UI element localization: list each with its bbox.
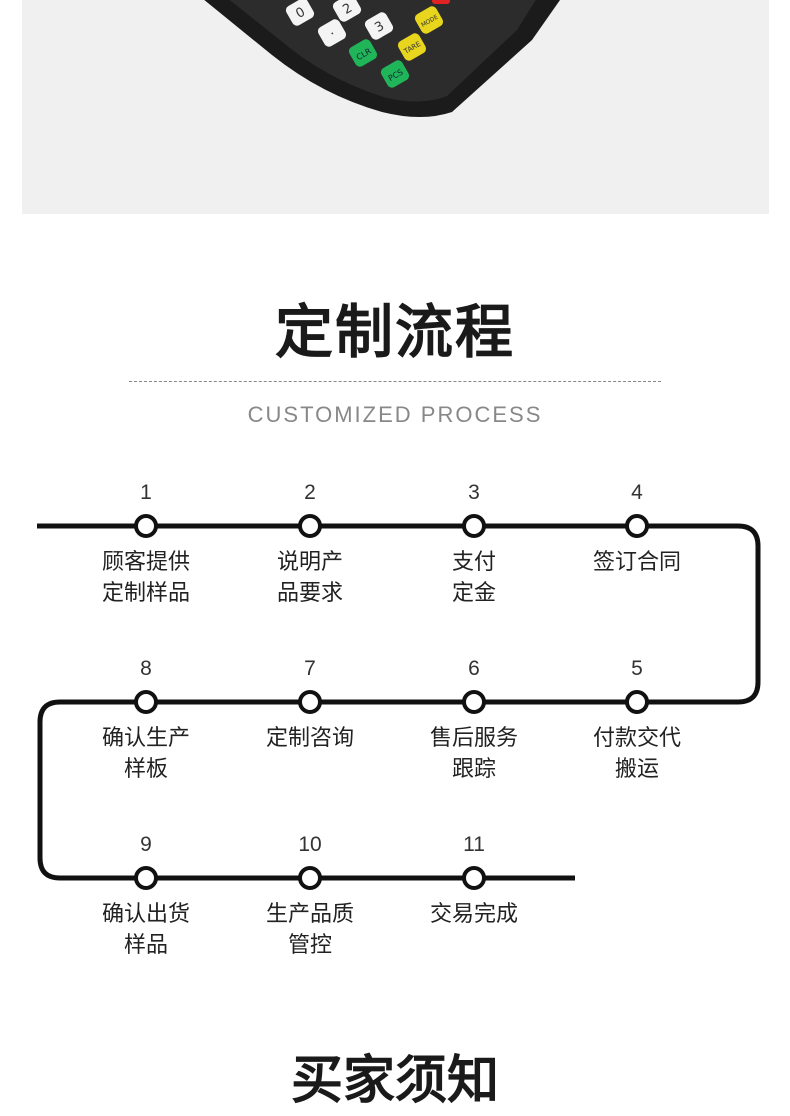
step-node-5 xyxy=(625,690,649,714)
step-node-6 xyxy=(462,690,486,714)
step-number-7: 7 xyxy=(304,657,316,680)
step-node-8 xyxy=(134,690,158,714)
step-number-10: 10 xyxy=(298,833,322,856)
step-number-3: 3 xyxy=(468,481,480,504)
step-label-line: 品要求 xyxy=(276,581,343,606)
step-node-1 xyxy=(134,514,158,538)
step-label-9: 确认出货样品 xyxy=(76,899,216,961)
step-label-3: 支付定金 xyxy=(404,547,544,609)
step-label-11: 交易完成 xyxy=(404,899,544,930)
step-label-1: 顾客提供定制样品 xyxy=(76,547,216,609)
step-label-line: 跟踪 xyxy=(451,757,496,782)
step-number-8: 8 xyxy=(140,657,152,680)
step-label-line: 说明产 xyxy=(276,550,343,575)
step-node-10 xyxy=(298,866,322,890)
step-label-line: 定制咨询 xyxy=(265,726,354,751)
step-label-10: 生产品质管控 xyxy=(240,899,380,961)
step-number-2: 2 xyxy=(304,481,316,504)
step-label-6: 售后服务跟踪 xyxy=(404,723,544,785)
step-label-4: 签订合同 xyxy=(567,547,707,578)
page-title: 定制流程 xyxy=(274,298,515,366)
page-subtitle: CUSTOMIZED PROCESS xyxy=(247,402,543,427)
step-label-line: 确认出货 xyxy=(101,902,190,927)
step-node-4 xyxy=(625,514,649,538)
step-label-line: 交易完成 xyxy=(429,902,518,927)
step-label-line: 支付 xyxy=(451,550,496,575)
step-number-5: 5 xyxy=(631,657,643,680)
step-label-line: 定制样品 xyxy=(101,581,190,606)
step-label-line: 付款交代 xyxy=(592,726,681,751)
process-flow-path xyxy=(37,514,761,890)
step-label-line: 签订合同 xyxy=(592,550,681,575)
step-label-5: 付款交代搬运 xyxy=(567,723,707,785)
step-number-1: 1 xyxy=(140,481,152,504)
section-title-buyer-notice: 买家须知 xyxy=(290,1051,499,1111)
step-label-line: 确认生产 xyxy=(101,726,190,751)
step-label-line: 搬运 xyxy=(614,757,659,782)
step-node-9 xyxy=(134,866,158,890)
step-number-4: 4 xyxy=(631,481,643,504)
step-label-7: 定制咨询 xyxy=(240,723,380,754)
step-label-line: 生产品质 xyxy=(265,902,354,927)
step-label-line: 售后服务 xyxy=(429,726,518,751)
step-node-2 xyxy=(298,514,322,538)
product-photo: 0 2 3 · MODE TARE xyxy=(22,0,769,214)
step-label-line: 管控 xyxy=(287,933,332,958)
step-label-line: 定金 xyxy=(451,581,496,606)
step-label-8: 确认生产样板 xyxy=(76,723,216,785)
keypad: 0 2 3 · MODE TARE xyxy=(285,0,450,88)
step-number-9: 9 xyxy=(140,833,152,856)
step-label-line: 样品 xyxy=(123,933,168,958)
red-key xyxy=(432,0,450,4)
step-number-6: 6 xyxy=(468,657,480,680)
step-node-7 xyxy=(298,690,322,714)
step-node-3 xyxy=(462,514,486,538)
step-number-11: 11 xyxy=(463,833,485,856)
step-label-line: 样板 xyxy=(123,757,168,782)
step-label-line: 顾客提供 xyxy=(101,550,190,575)
step-node-11 xyxy=(462,866,486,890)
step-label-2: 说明产品要求 xyxy=(240,547,380,609)
divider xyxy=(129,381,661,382)
key-dot: · xyxy=(327,27,338,42)
